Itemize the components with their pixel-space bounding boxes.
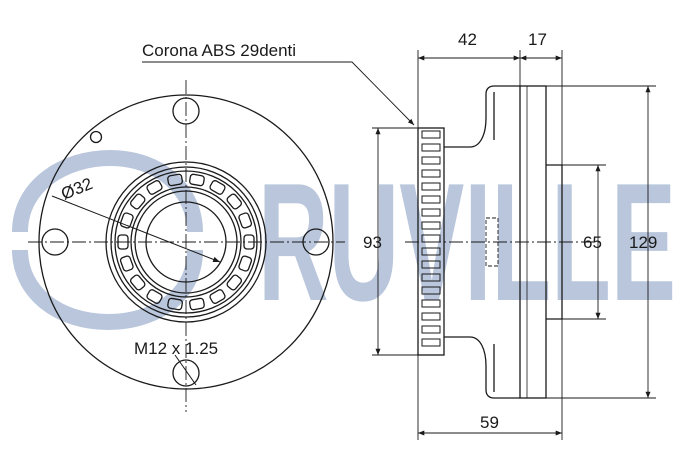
bolt-hole-top bbox=[172, 97, 200, 125]
abs-tooth bbox=[421, 247, 441, 256]
thread-leader bbox=[174, 354, 197, 386]
bearing-ring-3 bbox=[114, 170, 258, 314]
bearing-ball bbox=[189, 297, 205, 311]
abs-tooth bbox=[421, 221, 441, 230]
bolt-hole-left bbox=[41, 228, 69, 256]
abs-tooth bbox=[421, 143, 441, 152]
abs-ring-teeth bbox=[421, 130, 441, 347]
abs-ring-body bbox=[417, 127, 445, 356]
abs-tooth bbox=[421, 299, 441, 308]
bearing-ball bbox=[167, 173, 183, 187]
abs-ring-label: Corona ABS 29denti bbox=[142, 41, 296, 60]
dim-129-label: 129 bbox=[629, 233, 657, 252]
dimensions bbox=[142, 50, 656, 440]
bearing-ring-2 bbox=[110, 166, 262, 318]
bolt-hole-bottom bbox=[172, 359, 200, 387]
hub-side-view bbox=[405, 85, 600, 399]
hub-profile-top bbox=[444, 85, 520, 148]
bearing-balls bbox=[117, 173, 255, 311]
bearing-ball bbox=[119, 255, 134, 272]
bearing-ball bbox=[167, 297, 183, 311]
abs-tooth bbox=[421, 182, 441, 191]
bearing-ball bbox=[189, 173, 205, 187]
abs-tooth bbox=[421, 338, 441, 347]
abs-tooth bbox=[421, 325, 441, 334]
bore-diameter-label: Ø32 bbox=[58, 174, 95, 204]
front-centerlines bbox=[28, 80, 345, 412]
hub-front-view bbox=[28, 80, 345, 412]
abs-tooth bbox=[421, 156, 441, 165]
flange-outline bbox=[38, 94, 334, 390]
abs-tooth bbox=[421, 169, 441, 178]
abs-tooth bbox=[421, 130, 441, 139]
abs-tooth bbox=[421, 273, 441, 282]
bolt-hole-right bbox=[302, 228, 330, 256]
bearing-ball bbox=[226, 193, 243, 210]
bearing-ball bbox=[129, 193, 146, 210]
dim-42-label: 42 bbox=[458, 30, 477, 49]
bore-dimension-line bbox=[51, 195, 221, 263]
bearing-ball bbox=[117, 234, 129, 250]
abs-ring-leader bbox=[142, 61, 415, 126]
bearing-ball bbox=[238, 255, 253, 272]
bearing-ball bbox=[209, 180, 226, 195]
dim-59-label: 59 bbox=[480, 413, 499, 432]
bearing-ball bbox=[243, 234, 255, 250]
bearing-outer-ring bbox=[105, 161, 267, 323]
bearing-ball bbox=[146, 180, 163, 195]
abs-tooth bbox=[421, 195, 441, 204]
ruville-logo-icon bbox=[12, 149, 203, 331]
abs-tooth bbox=[421, 312, 441, 321]
bearing-ball bbox=[119, 212, 134, 229]
bearing-ring-5 bbox=[134, 190, 238, 294]
abs-tooth bbox=[421, 286, 441, 295]
dim-93-label: 93 bbox=[363, 233, 382, 252]
pin-hole bbox=[89, 130, 103, 144]
bearing-ball bbox=[226, 274, 243, 291]
bearing-ring-4 bbox=[130, 186, 242, 298]
hub-profile-bottom bbox=[444, 336, 520, 399]
bearing-ball bbox=[209, 289, 226, 304]
abs-tooth bbox=[421, 260, 441, 269]
abs-tooth bbox=[421, 208, 441, 217]
dim-65-label: 65 bbox=[583, 233, 602, 252]
dim-17-label: 17 bbox=[528, 30, 547, 49]
bearing-ball bbox=[146, 289, 163, 304]
bearing-ball bbox=[238, 212, 253, 229]
bore-outline bbox=[145, 201, 227, 283]
bearing-ball bbox=[129, 274, 146, 291]
thread-label: M12 x 1.25 bbox=[134, 339, 218, 358]
